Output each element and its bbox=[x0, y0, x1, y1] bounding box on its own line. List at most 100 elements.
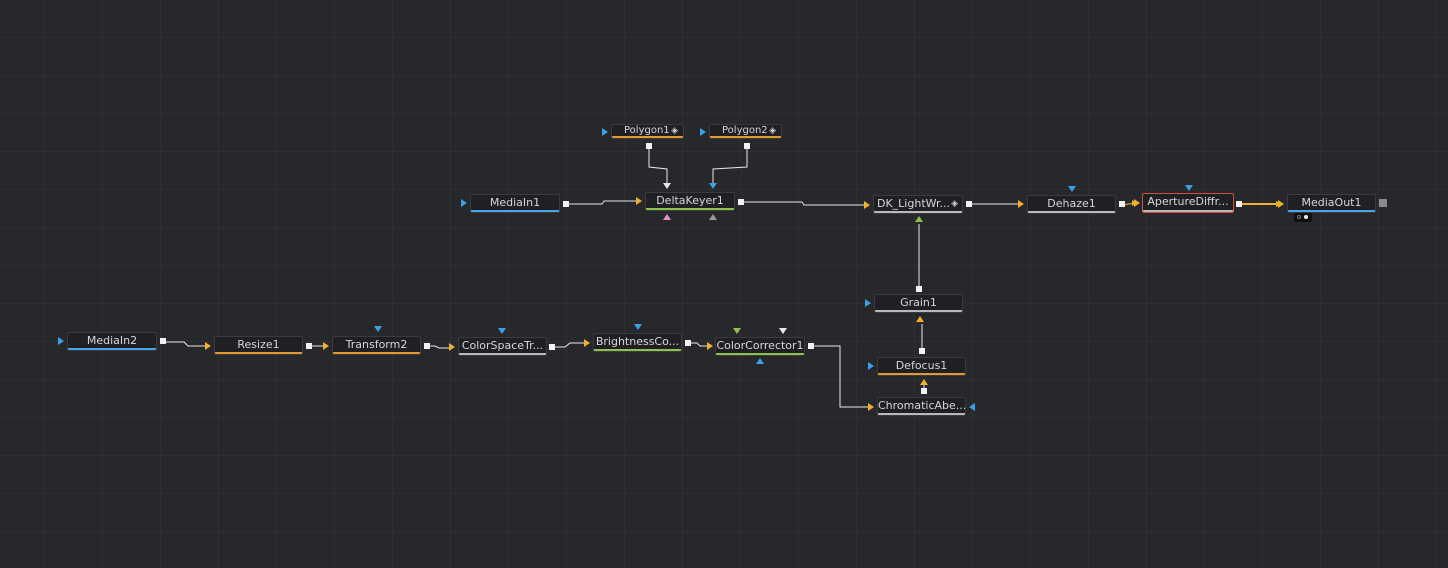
deltakeyer1-solid-matte-input[interactable] bbox=[709, 214, 717, 220]
node-label: Polygon1 bbox=[624, 125, 670, 136]
wire-mediain1-deltakeyer1 bbox=[569, 200, 638, 205]
node-grain1[interactable]: Grain1 bbox=[874, 294, 963, 313]
brightness-output[interactable] bbox=[685, 340, 691, 346]
node-chromaticaberration[interactable]: ChromaticAbe... bbox=[877, 397, 966, 416]
defocus1-output[interactable] bbox=[919, 348, 925, 354]
polygon2-output[interactable] bbox=[744, 143, 750, 149]
node-colorcorrector1[interactable]: ColorCorrector1 bbox=[715, 337, 805, 356]
aperture-output[interactable] bbox=[1236, 201, 1242, 207]
node-aperturediffraction[interactable]: ApertureDiffr... bbox=[1142, 193, 1234, 213]
resize1-input[interactable] bbox=[205, 342, 211, 350]
wire-colorspace-brightness bbox=[555, 342, 586, 348]
node-color-bar bbox=[471, 210, 559, 212]
colorcorrector1-match-mask-input[interactable] bbox=[779, 328, 787, 334]
mediaout1-input[interactable] bbox=[1278, 200, 1284, 208]
view-indicator[interactable] bbox=[1294, 213, 1312, 222]
node-color-bar bbox=[874, 211, 962, 213]
deltakeyer1-background-input[interactable] bbox=[636, 197, 642, 205]
grain1-mask-input[interactable] bbox=[865, 299, 871, 307]
wire-polygon1-deltakeyer1 bbox=[648, 149, 668, 184]
node-color-bar bbox=[612, 136, 683, 138]
node-label: MediaIn2 bbox=[86, 334, 138, 347]
defocus1-input[interactable] bbox=[920, 379, 928, 385]
brightness-mask-input[interactable] bbox=[634, 324, 642, 330]
colorspace-input[interactable] bbox=[449, 343, 455, 351]
grain1-input[interactable] bbox=[916, 316, 924, 322]
dklightwrap-foreground-input[interactable] bbox=[915, 216, 923, 222]
mediain2-input[interactable] bbox=[58, 337, 64, 345]
grain1-output[interactable] bbox=[916, 286, 922, 292]
transform2-output[interactable] bbox=[424, 343, 430, 349]
dehaze1-mask-input[interactable] bbox=[1068, 186, 1076, 192]
node-defocus1[interactable]: Defocus1 bbox=[877, 357, 966, 376]
node-dehaze1[interactable]: Dehaze1 bbox=[1027, 195, 1116, 214]
deltakeyer1-garbage-input[interactable] bbox=[663, 183, 671, 189]
wire-polygon2-deltakeyer1 bbox=[712, 149, 748, 184]
node-transform2[interactable]: Transform2 bbox=[332, 336, 421, 355]
node-color-bar bbox=[878, 413, 965, 415]
aperture-mask-input[interactable] bbox=[1185, 185, 1193, 191]
polygon1-output[interactable] bbox=[646, 143, 652, 149]
polygon2-input[interactable] bbox=[700, 128, 706, 136]
transform2-mask-input[interactable] bbox=[374, 326, 382, 332]
resize1-output[interactable] bbox=[306, 343, 312, 349]
node-color-bar bbox=[710, 136, 781, 138]
node-label: BrightnessCo... bbox=[595, 335, 680, 348]
deltakeyer1-output[interactable] bbox=[738, 199, 744, 205]
view-right-dot-icon bbox=[1304, 215, 1308, 219]
mediain1-input[interactable] bbox=[461, 199, 467, 207]
colorcorrector1-mask-input[interactable] bbox=[756, 358, 764, 364]
node-color-bar bbox=[878, 373, 965, 375]
node-resize1[interactable]: Resize1 bbox=[214, 336, 303, 355]
node-dk-lightwrap[interactable]: DK_LightWr... ◈ bbox=[873, 195, 963, 214]
node-colorspacetransform[interactable]: ColorSpaceTr... bbox=[458, 337, 547, 356]
colorspace-mask-input[interactable] bbox=[498, 328, 506, 334]
colorcorrector1-input[interactable] bbox=[707, 342, 713, 350]
keyframe-icon: ◈ bbox=[671, 126, 678, 136]
node-color-bar bbox=[646, 208, 734, 210]
dklightwrap-input[interactable] bbox=[864, 201, 870, 209]
wire-transform2-colorspace bbox=[430, 345, 451, 349]
colorcorrector1-match-reference-input[interactable] bbox=[733, 328, 741, 334]
mediaout1-output[interactable] bbox=[1379, 199, 1387, 207]
colorspace-output[interactable] bbox=[549, 344, 555, 350]
dehaze1-input[interactable] bbox=[1018, 200, 1024, 208]
brightness-input[interactable] bbox=[584, 339, 590, 347]
chromatic-input[interactable] bbox=[868, 403, 874, 411]
mediain1-output[interactable] bbox=[563, 201, 569, 207]
node-mediaout1[interactable]: MediaOut1 bbox=[1287, 194, 1376, 213]
node-color-bar bbox=[459, 353, 546, 355]
node-polygon2[interactable]: Polygon2 ◈ bbox=[709, 124, 782, 139]
node-label: DeltaKeyer1 bbox=[656, 194, 724, 207]
node-deltakeyer1[interactable]: DeltaKeyer1 bbox=[645, 192, 735, 211]
node-color-bar bbox=[875, 310, 962, 312]
node-label: Grain1 bbox=[900, 296, 937, 309]
view-left-dot-icon bbox=[1297, 215, 1301, 219]
dklightwrap-output[interactable] bbox=[966, 201, 972, 207]
polygon1-input[interactable] bbox=[602, 128, 608, 136]
colorcorrector1-output[interactable] bbox=[808, 343, 814, 349]
node-polygon1[interactable]: Polygon1 ◈ bbox=[611, 124, 684, 139]
chromatic-output[interactable] bbox=[921, 388, 927, 394]
aperture-input[interactable] bbox=[1134, 199, 1140, 207]
node-mediain1[interactable]: MediaIn1 bbox=[470, 194, 560, 213]
node-label: ColorCorrector1 bbox=[716, 339, 804, 352]
dehaze1-output[interactable] bbox=[1119, 201, 1125, 207]
node-label: Transform2 bbox=[345, 338, 408, 351]
deltakeyer1-effect-mask-input[interactable] bbox=[663, 214, 671, 220]
node-label: MediaOut1 bbox=[1301, 196, 1362, 209]
node-label: ApertureDiffr... bbox=[1147, 195, 1229, 208]
chromatic-mask-input[interactable] bbox=[969, 403, 975, 411]
wire-deltakeyer1-dklightwrap bbox=[743, 201, 864, 206]
node-brightnesscontrast[interactable]: BrightnessCo... bbox=[593, 333, 682, 352]
defocus1-mask-input[interactable] bbox=[868, 362, 874, 370]
mediain2-output[interactable] bbox=[160, 338, 166, 344]
node-color-bar bbox=[1028, 211, 1115, 213]
deltakeyer1-clean-plate-input[interactable] bbox=[709, 183, 717, 189]
keyframe-icon: ◈ bbox=[951, 199, 958, 209]
transform2-input[interactable] bbox=[323, 342, 329, 350]
node-color-bar bbox=[594, 349, 681, 351]
node-mediain2[interactable]: MediaIn2 bbox=[67, 332, 157, 351]
